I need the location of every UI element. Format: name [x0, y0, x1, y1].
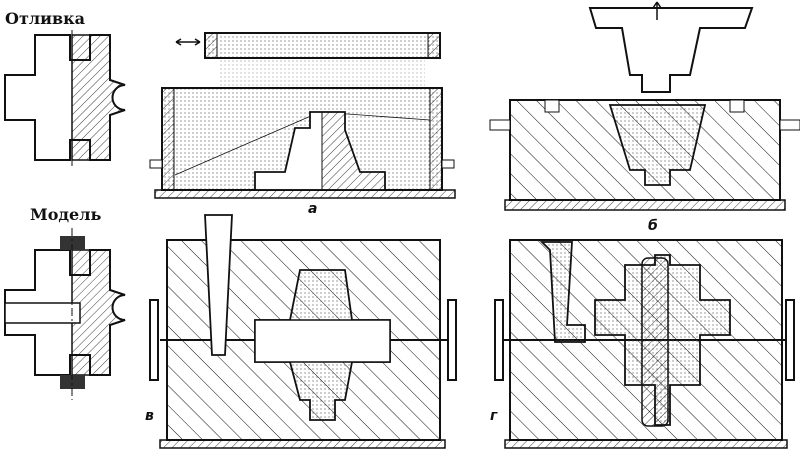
panel-g: г	[490, 239, 795, 449]
label-b: б	[648, 218, 658, 234]
label-v: в	[145, 408, 154, 424]
panel-v: в	[145, 214, 457, 449]
label-g: г	[490, 408, 498, 424]
model-label: Модель	[30, 205, 102, 224]
label-a: а	[308, 201, 317, 217]
casting-label: Отливка	[5, 9, 85, 28]
panel-a: а	[149, 32, 456, 217]
panel-b: б	[489, 1, 800, 234]
model-drawing: Модель	[4, 205, 126, 400]
casting-drawing: Отливка	[4, 9, 126, 168]
